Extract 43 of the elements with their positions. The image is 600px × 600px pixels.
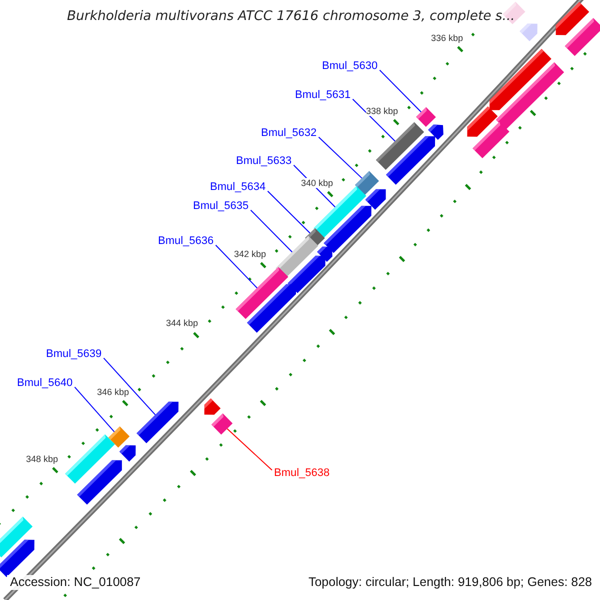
leader-line — [103, 358, 156, 416]
gene-block — [564, 18, 600, 56]
gene-feature — [136, 402, 178, 444]
leader-line — [318, 136, 362, 179]
gene-feature — [119, 445, 136, 462]
gene-label: Bmul_5630 — [322, 60, 378, 73]
position-label: 342 kbp — [234, 248, 266, 260]
gene-block — [0, 516, 33, 558]
gene-feature — [386, 136, 436, 185]
gene-label: Bmul_5639 — [46, 348, 102, 361]
gene-feature — [324, 206, 372, 253]
gene-block — [472, 122, 510, 158]
leader-line — [215, 244, 258, 288]
gene-label: Bmul_5640 — [17, 376, 73, 390]
gene-label: Bmul_5638 — [274, 466, 330, 480]
position-label: 340 kbp — [301, 178, 334, 188]
gene-feature — [247, 284, 296, 333]
leader-line — [267, 190, 310, 234]
gene-label: Bmul_5633 — [236, 154, 292, 168]
gene-label: Bmul_5632 — [261, 126, 317, 140]
gene-label: Bmul_5636 — [158, 234, 214, 248]
gene-block — [416, 107, 436, 127]
gene-feature — [77, 460, 122, 505]
leader-line — [352, 98, 396, 142]
position-label: 336 kbp — [431, 32, 464, 44]
gene-label: Bmul_5635 — [193, 200, 249, 213]
gene-feature — [0, 540, 34, 578]
gene-feature — [520, 24, 538, 42]
position-label: 338 kbp — [366, 106, 398, 116]
gene-feature — [365, 189, 386, 210]
position-label: 344 kbp — [166, 318, 198, 328]
position-label: 348 kbp — [26, 454, 58, 464]
leader-line — [250, 210, 293, 252]
leader-line — [226, 428, 272, 471]
map-title: Burkholderia multivorans ATCC 17616 chromosome 3, complete s... — [67, 9, 515, 25]
gene-label: Bmul_5631 — [295, 88, 351, 102]
gene-feature — [204, 398, 221, 415]
leader-line — [74, 386, 115, 432]
gene-block — [211, 413, 233, 435]
leader-line — [379, 70, 422, 112]
gene-block — [496, 62, 564, 130]
gene-label: Bmul_5634 — [210, 180, 266, 194]
position-label: 346 kbp — [97, 386, 130, 398]
